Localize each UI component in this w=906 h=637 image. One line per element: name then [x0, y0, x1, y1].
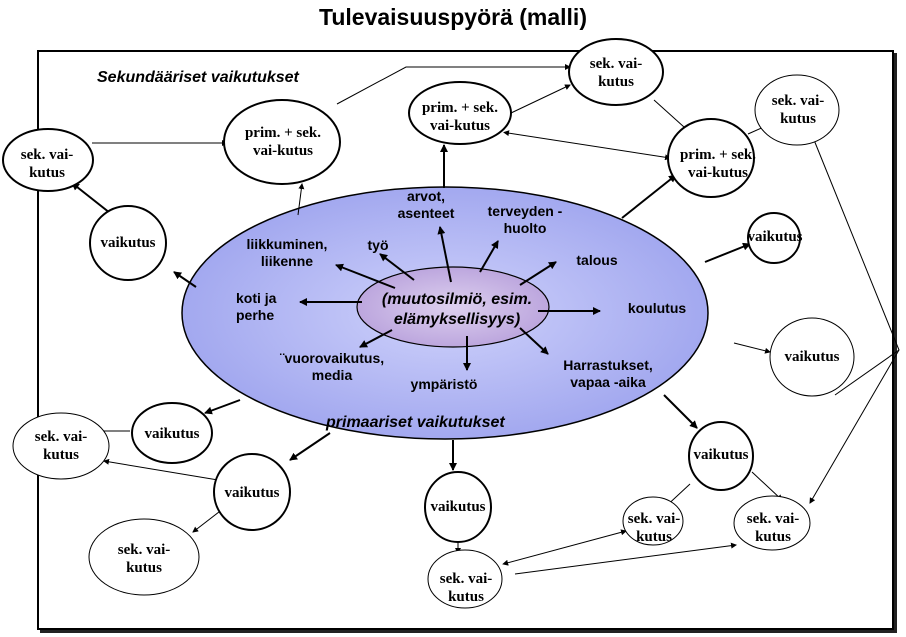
node-sek-bottom-center-shape: [427, 549, 503, 609]
center-phenomenon-label: (muutosilmiö, esim. elämyksellisyys): [381, 291, 533, 328]
node-sek-lower-left-shape: [12, 412, 110, 480]
arrow-harrastukset: [519, 327, 549, 355]
category-talous: talous: [576, 252, 618, 268]
arrow-to-prim-right: [621, 174, 677, 219]
node-sek-bottom-right-small-shape: [622, 496, 684, 546]
secondary-effects-label: Sekundääriset vaikutukset: [97, 69, 299, 86]
arrow-liikkuminen: [335, 263, 396, 289]
category-liikkuminen: liikkuminen, liikenne: [246, 236, 328, 269]
arrow-to-vaikutus-lower-left: [204, 399, 241, 415]
node-sek-top: sek. vai- kutus: [589, 56, 643, 90]
node-vaikutus-bottom-center: vaikutus: [430, 499, 486, 515]
arrow-to-vaikutus-left: [173, 271, 197, 288]
node-vaikutus-right-small-shape: [747, 212, 801, 264]
arrow-vaikutus-left-to-sek-left: [71, 182, 111, 214]
node-sek-bottom-left: sek. vai- kutus: [117, 542, 171, 576]
diagram-frame: [37, 50, 894, 630]
node-vaikutus-bottom-right: vaikutus: [693, 447, 749, 463]
arrow-sekbc-sekbrs: [502, 529, 627, 566]
node-vaikutus-bottom-left: vaikutus: [224, 485, 280, 501]
arrow-vaikutus-bottom-left-to-sek-lower: [103, 458, 219, 481]
arrow-terveyden: [479, 240, 499, 273]
primary-effects-label: primaariset vaikutukset: [326, 414, 505, 431]
arrow-to-vaikutus-right-small: [704, 242, 751, 263]
arrow-talous: [519, 261, 557, 286]
node-vaikutus-left: vaikutus: [100, 235, 156, 251]
category-harrastukset: Harrastukset, vapaa -aika: [563, 357, 653, 390]
arrow-vuorovaikutus: [359, 329, 393, 348]
category-arvot: arvot, asenteet: [397, 188, 455, 221]
node-prim-sek-left-shape: [223, 99, 341, 185]
node-sek-left-shape: [2, 128, 94, 192]
node-sek-bottom-right-small: sek. vai- kutus: [627, 511, 681, 545]
line-vaikutus-right-to-sekbottomright: [834, 349, 900, 396]
node-vaikutus-right-small: vaikutus: [747, 229, 803, 245]
node-sek-bottom-right-shape: [733, 495, 811, 551]
node-prim-sek-mid: prim. + sek. vai-kutus: [421, 100, 499, 134]
arrow-to-vaikutus-right: [733, 342, 771, 354]
node-vaikutus-right: vaikutus: [784, 349, 840, 365]
arrow-to-vaikutus-bottom-right: [663, 394, 698, 429]
node-vaikutus-right-shape: [769, 317, 855, 397]
node-sek-top-shape: [568, 38, 664, 106]
center-ellipse: [356, 266, 550, 348]
category-ymparisto: ympäristö: [410, 376, 478, 392]
node-sek-lower-left: sek. vai- kutus: [34, 429, 88, 463]
arrow-arvot: [437, 226, 452, 283]
arrow-primmid-primright: [503, 130, 671, 161]
arrow-sekbc-to-sekbr: [514, 542, 737, 575]
node-vaikutus-lower-left-shape: [131, 402, 213, 464]
arrow-to-prim-left: [297, 183, 305, 216]
node-vaikutus-bottom-center-shape: [424, 471, 492, 543]
node-sek-left: sek. vai- kutus: [20, 147, 74, 181]
arrow-tyo: [379, 253, 415, 281]
diagram-title: Tulevaisuuspyörä (malli): [319, 4, 587, 30]
node-prim-sek-right: prim. + sek. vai-kutus: [679, 147, 757, 181]
node-vaikutus-left-shape: [89, 205, 167, 281]
node-vaikutus-bottom-right-shape: [688, 421, 754, 491]
node-prim-sek-mid-shape: [408, 81, 512, 145]
category-koti: koti ja perhe: [236, 290, 277, 323]
arrow-primleft-to-sektop: [336, 64, 571, 105]
node-sek-far-right: sek. vai- kutus: [771, 93, 825, 127]
category-koulutus: koulutus: [627, 300, 687, 316]
arrow-vbr-to-sekbr: [751, 471, 783, 501]
node-sek-far-right-shape: [754, 74, 840, 146]
node-sek-bottom-left-shape: [88, 518, 200, 596]
arrow-primmid-to-sektop: [510, 84, 571, 114]
node-sek-bottom-center: sek. vai- kutus: [439, 571, 493, 605]
arrow-to-vaikutus-bottom-left: [289, 432, 331, 461]
category-vuorovaikutus: ¨vuorovaikutus, media: [279, 350, 385, 383]
category-tyo: työ: [367, 237, 389, 253]
node-prim-sek-left: prim. + sek. vai-kutus: [244, 125, 322, 159]
node-vaikutus-lower-left: vaikutus: [144, 426, 200, 442]
category-terveyden: terveyden - huolto: [487, 203, 563, 236]
node-sek-bottom-right: sek. vai- kutus: [746, 511, 800, 545]
node-prim-sek-right-shape: [667, 118, 755, 198]
node-vaikutus-bottom-left-shape: [213, 453, 291, 531]
